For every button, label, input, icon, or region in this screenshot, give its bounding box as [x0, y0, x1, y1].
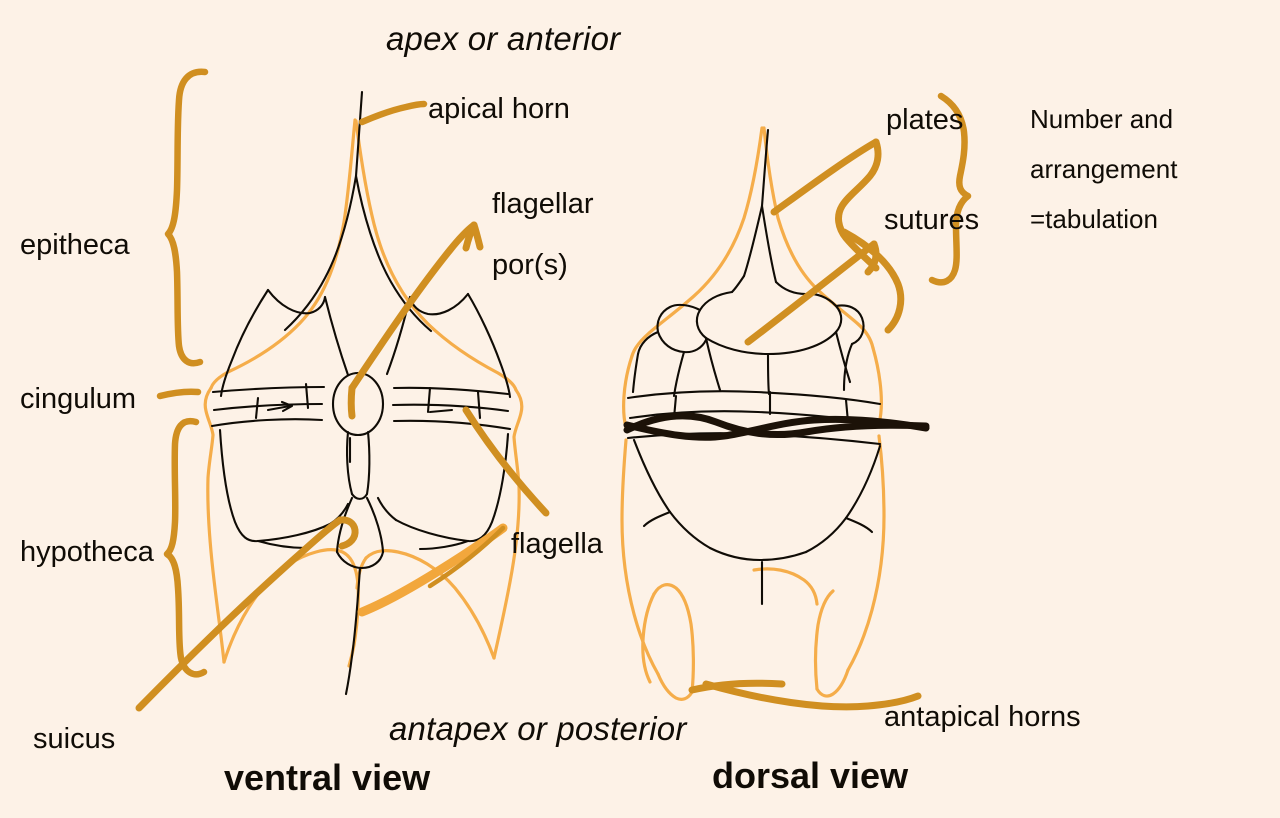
note-line-3: =tabulation: [1030, 204, 1158, 234]
label-flagella: flagella: [511, 528, 603, 560]
caption-dorsal-view: dorsal view: [712, 755, 909, 796]
label-flagellar-pore-line2: por(s): [492, 249, 568, 281]
label-hypotheca: hypotheca: [20, 536, 154, 568]
label-plates: plates: [886, 104, 964, 136]
dorsal-cell-outline: [620, 126, 886, 701]
title-antapex-posterior: antapex or posterior: [389, 710, 687, 747]
apical-horn-pointer: [358, 100, 428, 126]
label-flagellar-pore-line1: flagellar: [492, 188, 594, 220]
flagella-pointer-upper: [462, 406, 550, 517]
label-sutures: sutures: [884, 204, 980, 236]
epitheca-brace: [164, 68, 209, 367]
title-apex-anterior: apex or anterior: [386, 20, 621, 57]
label-suicus: suicus: [33, 723, 116, 755]
note-line-2: arrangement: [1030, 154, 1178, 184]
cingulum-pointer: [156, 388, 202, 400]
label-epitheca: epitheca: [20, 229, 130, 261]
sutures-pointer: [744, 228, 905, 346]
caption-ventral-view: ventral view: [224, 757, 431, 798]
hypotheca-brace: [163, 417, 208, 678]
ventral-plate-sutures: [210, 90, 512, 696]
plates-pointer: [770, 138, 882, 272]
label-apical-horn: apical horn: [428, 93, 570, 125]
flagella-pointer-lower: [357, 523, 508, 617]
note-line-1: Number and: [1030, 104, 1174, 134]
tabulation-brace: [928, 92, 972, 286]
antapical-horns-pointer: [688, 679, 922, 711]
label-cingulum: cingulum: [20, 383, 137, 415]
dorsal-cingulum-band: [623, 412, 930, 441]
label-antapical-horns: antapical horns: [884, 701, 1081, 733]
flagellar-pore-pointer: [347, 221, 484, 420]
ventral-cell-outline: [203, 118, 524, 668]
suicus-pointer: [135, 516, 359, 712]
